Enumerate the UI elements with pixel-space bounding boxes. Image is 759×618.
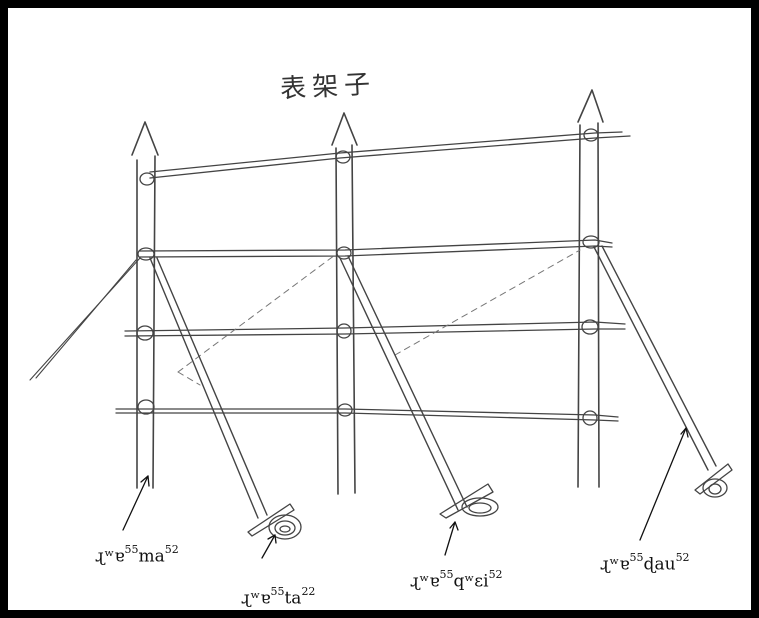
post-left xyxy=(131,121,159,489)
label-stake-left: ɻʷɐ55ta22 xyxy=(241,585,316,609)
stake-left xyxy=(247,503,302,540)
post-middle xyxy=(331,112,358,495)
label-post: ɻʷɐ55ma52 xyxy=(95,543,179,567)
support-pole-left xyxy=(149,257,268,519)
label-stake-right: ɻʷɐ55ɖau52 xyxy=(600,551,690,575)
post-right xyxy=(577,89,604,488)
stake-right xyxy=(694,463,733,498)
guy-line-left xyxy=(29,257,141,381)
rail-second xyxy=(137,235,613,261)
drying-rack-sketch xyxy=(29,89,733,559)
stake-middle xyxy=(439,483,499,519)
rail-third xyxy=(124,319,626,341)
rail-top xyxy=(139,128,631,186)
support-pole-right xyxy=(593,245,717,471)
support-pole-middle xyxy=(339,255,468,511)
dashed-brace xyxy=(177,249,581,386)
pointer-arrows xyxy=(122,427,689,559)
label-stake-middle: ɻʷɐ55qʷɛi52 xyxy=(410,568,503,592)
rail-bottom xyxy=(115,399,619,426)
